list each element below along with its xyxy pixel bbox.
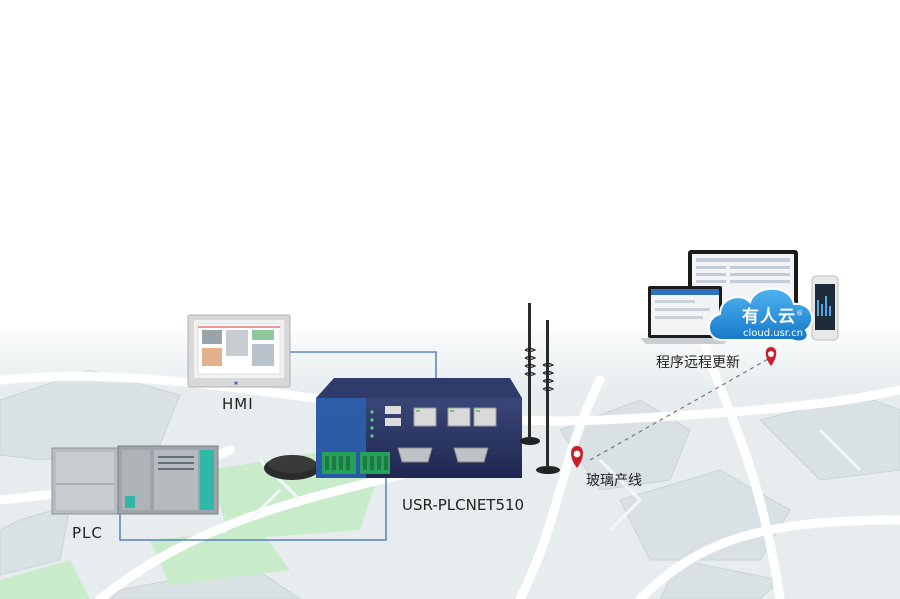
gps-puck-icon (264, 455, 320, 480)
location-pin-icon-cloud (765, 347, 777, 366)
trademark-mark: ® (796, 309, 804, 318)
glass-line-label: 玻璃产线 (586, 473, 642, 489)
hmi-panel: ✶ (187, 314, 291, 388)
hmi-label: HMI (222, 395, 254, 413)
location-pin-icon (571, 446, 583, 468)
cloud-dashed-line (589, 357, 771, 461)
cloud-brand: 有人云® cloud.usr.cn (727, 302, 819, 339)
cloud-url: cloud.usr.cn (742, 328, 803, 339)
cloud-icon (708, 287, 814, 343)
plc-link-line (119, 474, 387, 541)
hmi-logo-icon: ✶ (233, 379, 240, 388)
plcnet510-device (316, 378, 522, 478)
antenna-icon (520, 303, 560, 474)
cloud-name: 有人云 (742, 307, 796, 327)
remote-update-label: 程序远程更新 (656, 355, 740, 371)
background-map (0, 320, 900, 599)
device-label: USR-PLCNET510 (402, 496, 525, 514)
laptop-device (640, 286, 730, 344)
phone-device (811, 275, 839, 341)
plc-label: PLC (72, 524, 103, 542)
plc-rack (51, 445, 219, 515)
